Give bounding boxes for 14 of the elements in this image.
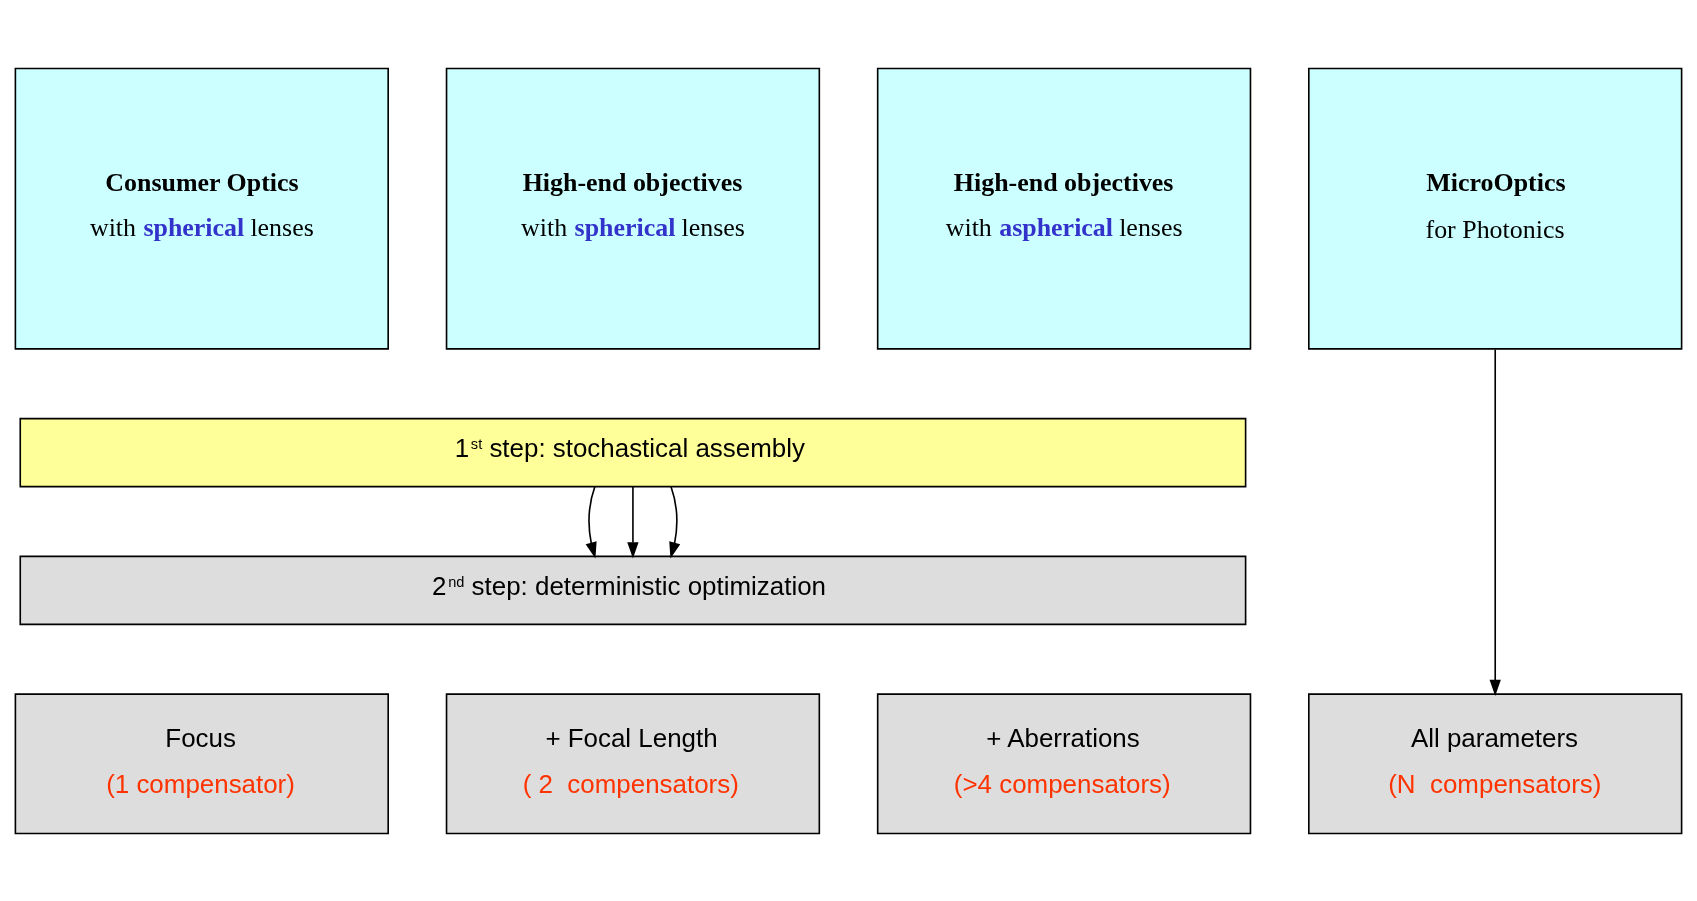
arrow [1489, 348, 1501, 696]
arrow [585, 485, 597, 558]
node-box: Focus (1 compensator) [14, 692, 389, 834]
node-box: 1$^{st}$ step: stochastical assembly [19, 417, 1247, 487]
node-box: + Focal Length ( 2 compensators) [445, 692, 821, 834]
node-box: All parameters (N compensators) [1308, 692, 1683, 834]
node-box: 2$^{nd}$ step: deterministic optimization [19, 555, 1247, 625]
node-box: + Aberrations (>4 compensators) [876, 692, 1252, 834]
node-box: MicroOptics for Photonics [1308, 67, 1683, 350]
node-box: High-end objectives with aspherical lenses [876, 67, 1252, 350]
node-box: Consumer Optics with spherical lenses [14, 67, 389, 350]
node-box: High-end objectives with spherical lenses [445, 67, 821, 350]
arrow [627, 485, 639, 558]
arrow [669, 485, 681, 558]
